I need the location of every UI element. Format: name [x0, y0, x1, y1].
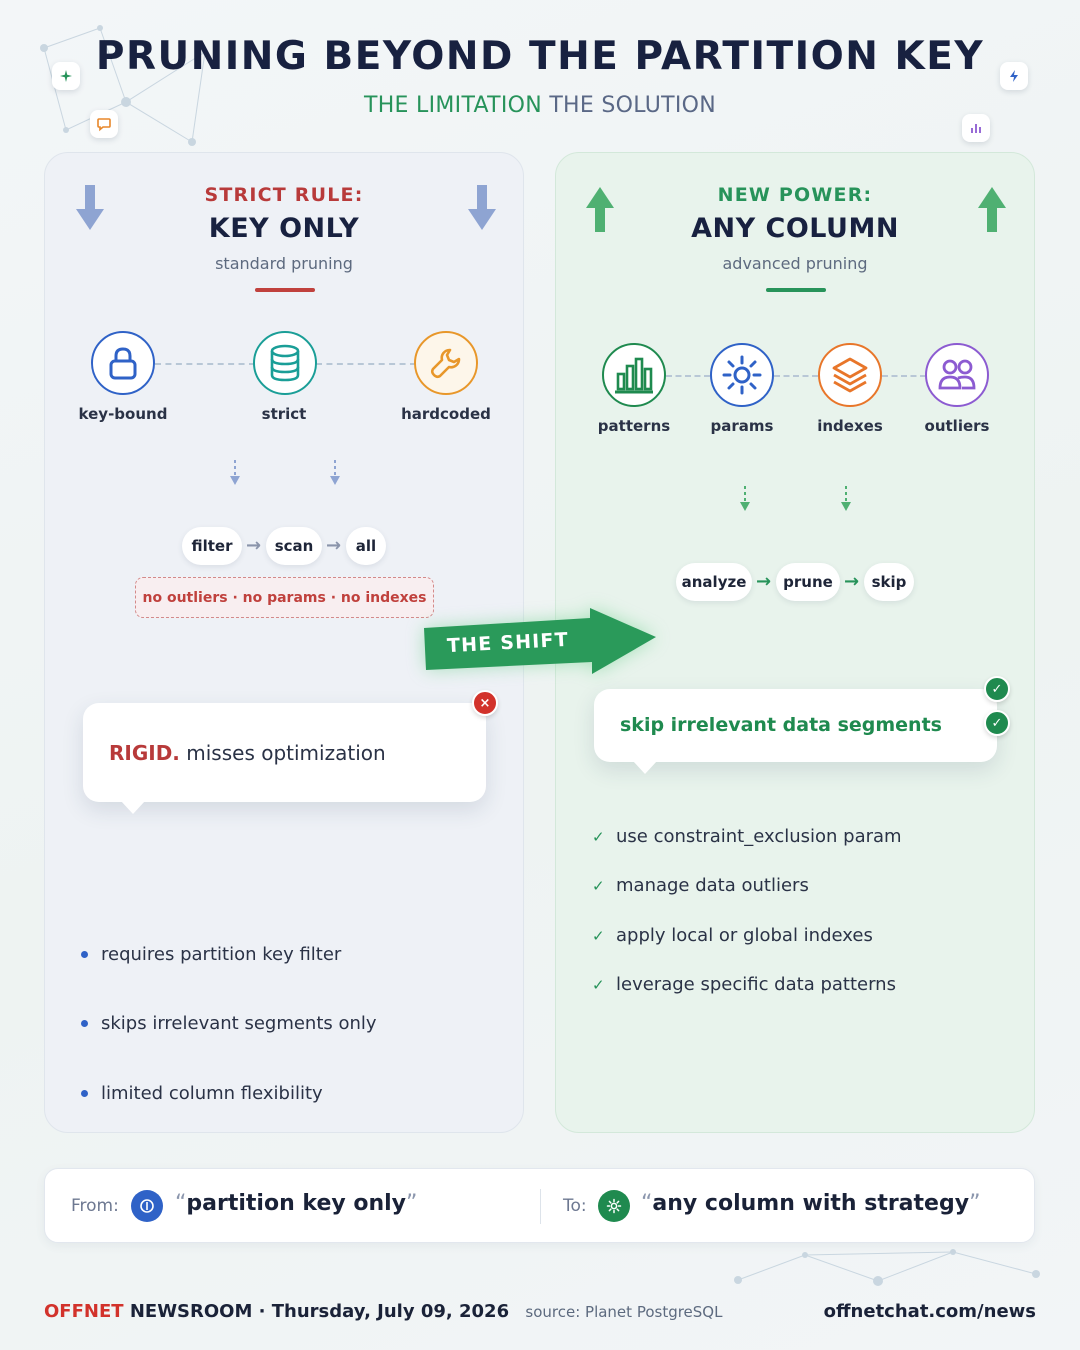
icon-label-hardcoded: hardcoded	[401, 405, 491, 423]
footer-date: NEWSROOM · Thursday, July 09, 2026	[129, 1301, 510, 1322]
sun-gear-icon	[710, 343, 774, 407]
list-item: ✓leverage specific data patterns	[592, 974, 896, 995]
users-icon	[925, 343, 989, 407]
arrow-down-icon	[468, 185, 496, 230]
connector-line	[666, 375, 710, 377]
callout-tail	[121, 801, 145, 814]
flow-arrow-icon: →	[326, 535, 342, 556]
footer-source: source: Planet PostgreSQL	[525, 1303, 723, 1321]
left-eyebrow: STRICT RULE:	[204, 184, 364, 206]
callout-text: skip irrelevant data segments	[620, 714, 942, 736]
rigid-callout: RIGID. misses optimization	[83, 703, 486, 802]
subtitle-limitation: THE LIMITATION	[363, 93, 543, 118]
arrow-down-icon	[76, 185, 104, 230]
list-item: ✓use constraint_exclusion param	[592, 826, 902, 847]
left-divider	[255, 288, 315, 292]
list-item: limited column flexibility	[81, 1083, 323, 1104]
dashed-arrow-icon	[841, 486, 851, 511]
check-icon: ✓	[592, 926, 605, 945]
bolt-icon	[1000, 62, 1028, 90]
right-eyebrow: NEW POWER:	[717, 184, 873, 206]
close-icon: ×	[472, 690, 498, 716]
icon-label-outliers: outliers	[924, 417, 990, 435]
list-item: requires partition key filter	[81, 944, 341, 965]
arrow-up-icon	[978, 187, 1006, 232]
callout-text: misses optimization	[186, 741, 386, 765]
bar-chart-icon	[602, 343, 666, 407]
icon-label-indexes: indexes	[817, 417, 883, 435]
check-icon: ✓	[984, 710, 1010, 736]
wrench-icon	[414, 331, 478, 395]
left-subheading: standard pruning	[215, 254, 353, 273]
right-subheading: advanced pruning	[722, 254, 868, 273]
icon-label-patterns: patterns	[597, 417, 671, 435]
footer-byline: OFFNET NEWSROOM · Thursday, July 09, 202…	[44, 1301, 722, 1322]
footer-brand: OFFNET	[44, 1301, 124, 1322]
check-icon: ✓	[592, 876, 605, 895]
arrow-up-icon	[586, 187, 614, 232]
dashed-arrow-icon	[740, 486, 750, 511]
shift-arrow-icon	[424, 608, 656, 674]
callout-bold: RIGID.	[109, 741, 180, 765]
from-to-bar: From: “partition key only” To: “any colu…	[44, 1168, 1035, 1243]
connector-line	[316, 363, 416, 365]
from-quote: “partition key only”	[175, 1191, 418, 1216]
page-subtitle: THE LIMITATION THE SOLUTION	[0, 93, 1080, 118]
icon-label-strict: strict	[261, 405, 307, 423]
list-item: ✓apply local or global indexes	[592, 925, 873, 946]
callout-tail	[633, 761, 657, 774]
sun-gear-icon	[598, 1190, 630, 1222]
check-icon: ✓	[592, 975, 605, 994]
check-icon: ✓	[592, 827, 605, 846]
connector-line	[155, 363, 255, 365]
left-heading: KEY ONLY	[208, 213, 360, 244]
flow-step-prune: prune	[776, 563, 840, 601]
key-shield-icon	[131, 1190, 163, 1222]
divider	[540, 1189, 541, 1224]
flow-step-all: all	[346, 527, 386, 565]
solution-callout: skip irrelevant data segments	[594, 689, 997, 762]
chat-icon	[90, 110, 118, 138]
page-title: PRUNING BEYOND THE PARTITION KEY	[95, 34, 985, 79]
flow-arrow-icon: →	[756, 571, 772, 592]
dashed-arrow-icon	[330, 460, 340, 485]
connector-line	[882, 375, 926, 377]
list-item: ✓manage data outliers	[592, 875, 809, 896]
database-icon	[253, 331, 317, 395]
mini-chart-icon	[962, 114, 990, 142]
icon-label-key-bound: key-bound	[78, 405, 168, 423]
flow-step-skip: skip	[864, 563, 914, 601]
flow-arrow-icon: →	[844, 571, 860, 592]
lock-icon	[91, 331, 155, 395]
check-icon: ✓	[984, 676, 1010, 702]
to-label: To:	[563, 1196, 587, 1216]
connector-line	[774, 375, 818, 377]
right-divider	[766, 288, 826, 292]
layers-icon	[818, 343, 882, 407]
from-label: From:	[71, 1196, 119, 1216]
bullet-icon	[81, 951, 88, 958]
icon-label-params: params	[710, 417, 774, 435]
flow-arrow-icon: →	[246, 535, 262, 556]
bullet-icon	[81, 1090, 88, 1097]
flow-step-scan: scan	[266, 527, 322, 565]
to-quote: “any column with strategy”	[641, 1191, 981, 1216]
subtitle-solution: THE SOLUTION	[549, 93, 717, 118]
list-item: skips irrelevant segments only	[81, 1013, 377, 1034]
flow-step-filter: filter	[182, 527, 242, 565]
bullet-icon	[81, 1020, 88, 1027]
limitations-box: no outliers · no params · no indexes	[135, 577, 434, 618]
flow-step-analyze: analyze	[676, 563, 752, 601]
sparkle-icon	[52, 62, 80, 90]
right-heading: ANY COLUMN	[691, 213, 899, 244]
shift-arrow: THE SHIFT	[412, 600, 672, 680]
footer-url[interactable]: offnetchat.com/news	[823, 1301, 1036, 1322]
dashed-arrow-icon	[230, 460, 240, 485]
